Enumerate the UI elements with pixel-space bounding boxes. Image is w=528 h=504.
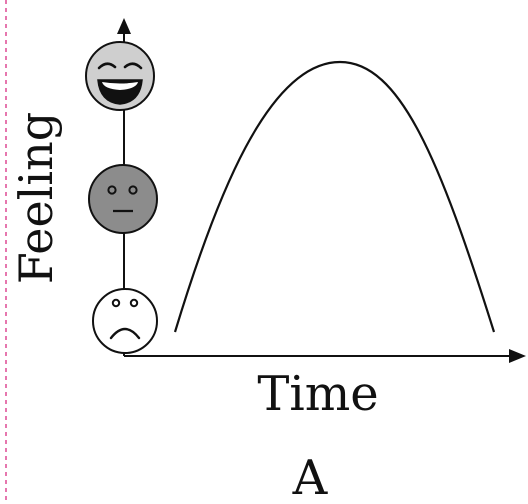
laughing-face-icon: [85, 41, 155, 111]
sad-face-icon: [92, 288, 158, 354]
x-axis-label: Time: [257, 366, 378, 422]
neutral-face-icon: [88, 164, 158, 234]
x-axis-arrowhead: [509, 349, 526, 363]
feeling-curve: [173, 60, 496, 333]
y-axis-arrowhead: [117, 18, 131, 34]
diagram-caption: A: [292, 450, 329, 504]
y-axis-label: Feeling: [9, 112, 63, 284]
